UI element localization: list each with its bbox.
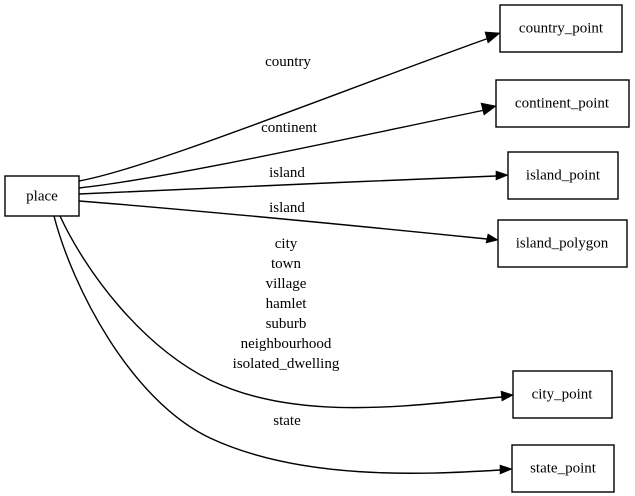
edge-label-city-line-6: neighbourhood	[241, 336, 332, 352]
edge-label-city-line-3: village	[266, 276, 307, 292]
node-island-polygon-box	[497, 219, 628, 268]
node-place-label: place	[26, 188, 58, 204]
edge-path-state	[53, 215, 501, 474]
edge-label-city-line-1: city	[275, 236, 298, 252]
arrowhead-continent	[480, 102, 497, 116]
edge-path-continent	[78, 109, 486, 189]
edge-label-state: state	[273, 413, 301, 429]
node-island-point-label: island_point	[526, 167, 601, 183]
arrowhead-island-point	[495, 170, 509, 181]
edge-label-city-line-2: town	[271, 256, 302, 272]
edge-label-city-line-7: isolated_dwelling	[233, 356, 340, 372]
edge-place-to-continent-point[interactable]	[78, 102, 497, 189]
node-country-point-label: country_point	[519, 20, 604, 36]
edge-place-to-city-point[interactable]	[59, 215, 514, 409]
arrowhead-city	[500, 390, 514, 402]
edge-path-island-point	[78, 175, 497, 195]
edge-place-to-island-polygon[interactable]	[78, 200, 499, 244]
node-city-point-label: city_point	[532, 386, 594, 402]
edge-place-to-country-point[interactable]	[78, 31, 501, 182]
node-continent-point-box	[495, 79, 630, 128]
node-island-polygon[interactable]: island_polygon	[497, 219, 628, 268]
arrowhead-country	[484, 31, 501, 44]
node-island-polygon-label: island_polygon	[516, 235, 609, 251]
arrowhead-state	[499, 464, 513, 475]
edge-label-continent: continent	[261, 120, 318, 136]
edge-label-island-point: island	[269, 165, 305, 181]
node-state-point-label: state_point	[530, 460, 597, 476]
edge-label-city-line-5: suburb	[266, 316, 307, 332]
edge-place-to-island-point[interactable]	[78, 170, 509, 195]
node-place-box	[4, 175, 80, 217]
edge-label-city-multiline: city town village hamlet suburb neighbou…	[233, 236, 340, 372]
edge-path-island-polygon	[78, 200, 488, 240]
arrowhead-island-polygon	[485, 233, 499, 244]
node-island-point[interactable]: island_point	[507, 151, 619, 200]
node-country-point-box	[499, 4, 623, 53]
edge-label-island-polygon: island	[269, 200, 305, 216]
node-state-point-box	[511, 444, 615, 493]
edge-label-city-line-4: hamlet	[266, 296, 308, 312]
node-city-point[interactable]: city_point	[512, 370, 613, 419]
node-continent-point-label: continent_point	[515, 95, 610, 111]
node-island-point-box	[507, 151, 619, 200]
edge-label-country: country	[265, 54, 311, 70]
node-continent-point[interactable]: continent_point	[495, 79, 630, 128]
edge-place-to-state-point[interactable]	[53, 215, 513, 475]
node-place[interactable]: place	[4, 175, 80, 217]
node-country-point[interactable]: country_point	[499, 4, 623, 53]
edge-path-city	[59, 215, 503, 409]
node-city-point-box	[512, 370, 613, 419]
node-state-point[interactable]: state_point	[511, 444, 615, 493]
edge-path-country	[78, 37, 490, 182]
